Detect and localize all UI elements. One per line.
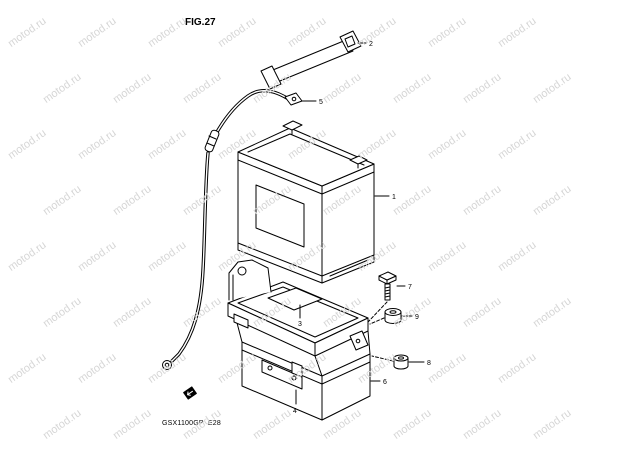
callout-5: 5 [319, 99, 323, 106]
strap-hook-slot [344, 35, 356, 48]
cable-lower-outline [170, 151, 210, 363]
battery-lid-edge [237, 159, 375, 195]
bolt-head-top [378, 271, 397, 281]
callout-7: 7 [408, 284, 412, 291]
case-right-face [321, 353, 371, 421]
tray-pad [267, 287, 323, 311]
cable-upper-outline [215, 89, 292, 134]
cable-terminal [284, 92, 303, 106]
holder-plate-hole [291, 375, 297, 381]
battery-base-line [321, 254, 375, 277]
nut-hole [398, 356, 404, 360]
callout-8: 8 [427, 360, 431, 367]
bolt-thread [384, 295, 391, 298]
figure-title: FIG.27 [185, 17, 216, 28]
ring-terminal-hole [164, 362, 170, 368]
battery-terminal-negative [282, 120, 303, 131]
holder-plate-tab [291, 361, 303, 378]
case-lip [241, 349, 323, 385]
case-right-strut [367, 330, 371, 355]
strap-hook [339, 30, 362, 53]
cable-boot [204, 129, 220, 153]
strap-band [267, 39, 354, 84]
callout-9: 9 [415, 314, 419, 321]
callout-4: 4 [293, 408, 297, 415]
nut [371, 354, 425, 370]
bolt [367, 271, 406, 323]
bolt-assembly-line [367, 301, 388, 323]
battery-cable [162, 89, 317, 370]
battery-base-line [237, 242, 323, 277]
tray-right-flange-hole [355, 338, 361, 344]
nut-top [393, 354, 409, 362]
battery-lid-ridge [247, 133, 365, 166]
battery [237, 120, 390, 284]
case-front-strut [314, 355, 323, 377]
bolt-thread [384, 286, 391, 289]
mount-bracket-hole [237, 266, 247, 276]
front-arrow-icon [183, 386, 197, 400]
callout-6: 6 [383, 379, 387, 386]
strap-end-clip [260, 65, 282, 90]
tray-right-flange [349, 330, 369, 351]
bolt-thread [384, 292, 391, 295]
callout-2: 2 [369, 41, 373, 48]
bolt-thread [384, 289, 391, 292]
callout-1: 1 [392, 194, 396, 201]
cushion-hole [389, 310, 397, 314]
mount-bracket [228, 259, 272, 301]
cushion-assembly-line [369, 317, 385, 325]
front-arrow-icon-arrow [187, 390, 193, 396]
ring-terminal [162, 360, 172, 370]
cushion-top [384, 308, 402, 316]
callout-3: 3 [298, 321, 302, 328]
case-lip [321, 361, 371, 385]
cushion [369, 308, 413, 325]
battery-label-window [255, 184, 305, 248]
mount-bracket-plate [228, 259, 272, 301]
battery-tray [227, 281, 369, 357]
cable-terminal-screw [291, 96, 297, 102]
holder-plate-hole [267, 365, 273, 371]
tray-left-slot [233, 313, 249, 329]
nut-body-fill [394, 358, 408, 366]
cable-lower-core [171, 152, 209, 362]
cable-boot-band [206, 142, 215, 147]
nut-assembly-line [371, 355, 394, 362]
model-code: GSX1100GP E28 [162, 420, 221, 427]
holder-plate [261, 359, 303, 405]
battery-strap [260, 30, 367, 90]
battery-terminal-positive [349, 155, 368, 165]
tray-right-wall [314, 317, 369, 357]
battery-shade-line [329, 259, 369, 277]
battery-top-face [237, 127, 375, 187]
bolt-shaft [384, 283, 391, 301]
cable-upper-core [216, 90, 291, 133]
cable-boot-band [208, 135, 217, 140]
